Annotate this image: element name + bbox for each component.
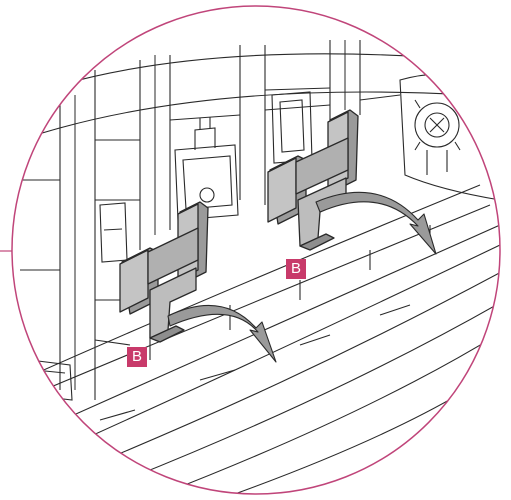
curved-arrow-icon: [167, 305, 277, 363]
callout-label-bottom: B: [131, 348, 142, 365]
callout-badge-bottom: [127, 347, 147, 367]
magnifier-border: [11, 5, 501, 495]
callout-label-top: B: [290, 260, 301, 277]
callout-badge-top: [286, 259, 306, 279]
release-tab-icon: [119, 201, 209, 343]
release-tab-icon: [267, 109, 359, 251]
curved-arrow-icon: [315, 191, 437, 255]
gear-icon: [414, 102, 460, 148]
